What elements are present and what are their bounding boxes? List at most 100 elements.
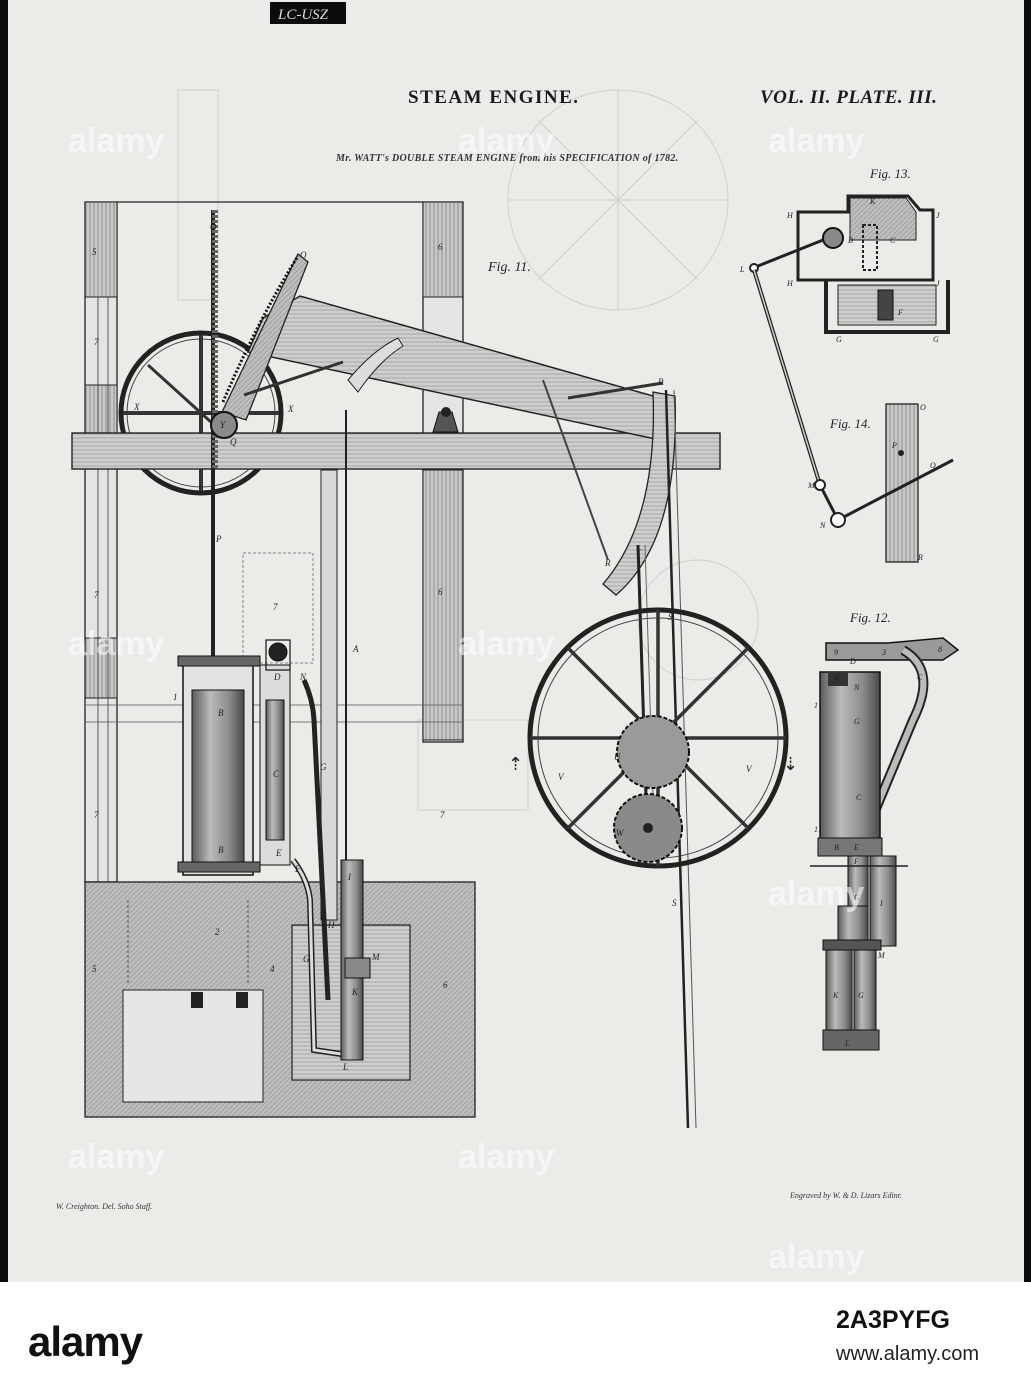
label-7: 7 xyxy=(94,337,99,347)
figure-14-label: Fig. 14. xyxy=(829,416,871,431)
label-4: 4 xyxy=(270,964,275,974)
label-h-fig13-2: H xyxy=(786,279,794,288)
rotation-arrow-right: ⇣ xyxy=(783,754,798,774)
label-y: Y xyxy=(220,420,226,430)
label-j-fig13: J xyxy=(936,211,940,220)
label-r-fig14: R xyxy=(917,553,923,562)
archive-stamp-text: LC-USZ xyxy=(277,7,329,23)
label-j-fig13-2: J xyxy=(936,279,940,288)
label-m: M xyxy=(371,952,380,962)
label-6-2: 6 xyxy=(438,587,443,597)
label-d-fig12: D xyxy=(849,657,856,666)
label-s: S xyxy=(668,612,673,622)
plate-title: STEAM ENGINE. xyxy=(408,87,580,108)
label-o-fig14: O xyxy=(920,403,926,412)
archive-stamp: LC-USZ xyxy=(270,2,346,24)
label-q: Q xyxy=(230,437,237,447)
label-s-2: S xyxy=(672,898,677,908)
watermark-3: alamy xyxy=(768,122,864,160)
watermark-8: alamy xyxy=(458,1138,554,1176)
label-9-fig12: 9 xyxy=(834,648,838,657)
label-e-fig12: E xyxy=(853,843,859,852)
watermark-layer: alamy alamy alamy alamy alamy alamy alam… xyxy=(68,122,864,1276)
rotation-arrow-left: ⇡ xyxy=(508,754,523,774)
label-v: V xyxy=(558,772,565,782)
plate-volume: VOL. II. PLATE. III. xyxy=(760,87,937,108)
label-g: G xyxy=(320,762,327,772)
label-a: A xyxy=(352,644,359,654)
plate-subtitle: Mr. WATT's DOUBLE STEAM ENGINE from his … xyxy=(335,153,678,164)
label-g-fig13-2: G xyxy=(933,335,939,344)
label-b-2: B xyxy=(218,845,224,855)
reverse-side-ghost xyxy=(177,89,759,811)
pinion-y xyxy=(210,411,238,439)
label-v-2: V xyxy=(746,764,753,774)
label-5: 5 xyxy=(92,247,97,257)
left-wall xyxy=(84,201,118,883)
figure-12-cylinder-section: Fig. 12. 9 D 3 8 B N 1 G C C 1 B E xyxy=(810,610,960,1051)
label-p-fig14: P xyxy=(891,441,897,450)
label-k-fig12: K xyxy=(832,991,839,1000)
label-d: D xyxy=(273,672,281,682)
label-o: O xyxy=(210,222,217,232)
label-c-fig12: C xyxy=(917,673,923,682)
watermark-5: alamy xyxy=(458,625,554,663)
main-cylinder xyxy=(177,639,291,876)
label-c: C xyxy=(273,769,280,779)
label-n-fig14: N xyxy=(819,521,826,530)
label-f-fig13: F xyxy=(897,308,903,317)
label-f-fig12: F xyxy=(853,857,859,866)
label-h: H xyxy=(327,920,335,930)
spring-beam xyxy=(71,432,721,470)
label-l-fig13: L xyxy=(739,265,745,274)
label-n: N xyxy=(299,672,307,682)
label-g-fig13: G xyxy=(836,335,842,344)
label-c-fig12-2: C xyxy=(856,793,862,802)
front-flywheel xyxy=(527,607,789,869)
label-b-fig12-2: B xyxy=(834,843,839,852)
alamy-logo[interactable]: alamy xyxy=(28,1318,143,1365)
label-g-fig12: G xyxy=(854,717,860,726)
figure-11-engine-elevation: Fig. 11. xyxy=(71,201,798,1129)
stock-footer-bar xyxy=(0,1282,1031,1390)
label-t: T xyxy=(636,548,642,558)
label-m-fig12: M xyxy=(877,951,886,960)
label-1-fig12: 1 xyxy=(814,701,818,710)
label-n-fig12: N xyxy=(853,683,860,692)
label-1-fig12-2: 1 xyxy=(814,825,818,834)
image-id-label: 2A3PYFG xyxy=(836,1306,950,1334)
label-i: I xyxy=(347,872,352,882)
engraver-credit: Engraved by W. & D. Lizars Edinr. xyxy=(789,1191,902,1200)
label-7-5: 7 xyxy=(440,810,445,820)
draftsman-credit: W. Creighton. Del. Soho Staff. xyxy=(56,1202,152,1211)
label-o-fig14-2: O xyxy=(930,461,936,470)
label-l: L xyxy=(342,1062,348,1072)
label-m-fig14: M xyxy=(807,481,816,490)
label-p: P xyxy=(215,534,222,544)
label-k-fig13: K xyxy=(869,197,876,206)
engraving-drawing: LC-USZ STEAM ENGINE. VOL. II. PLATE. III… xyxy=(8,0,1024,1282)
label-u: U xyxy=(614,752,621,762)
label-g-2: G xyxy=(303,954,310,964)
engraving-plate: LC-USZ STEAM ENGINE. VOL. II. PLATE. III… xyxy=(8,0,1024,1282)
label-b-fig12: B xyxy=(834,673,839,682)
label-b-fig13: B xyxy=(848,236,853,245)
watermark-9: alamy xyxy=(768,1238,864,1276)
label-x: X xyxy=(133,402,140,412)
sun-gear xyxy=(616,715,690,789)
label-7-2: 7 xyxy=(94,590,99,600)
label-6-3: 6 xyxy=(443,980,448,990)
label-7-4: 7 xyxy=(273,602,278,612)
alamy-url-link[interactable]: www.alamy.com xyxy=(836,1343,979,1365)
watermark-1: alamy xyxy=(68,122,164,160)
label-h-fig13: H xyxy=(786,211,794,220)
working-beam xyxy=(221,252,677,596)
figure-13-label: Fig. 13. xyxy=(869,166,911,181)
label-5-2: 5 xyxy=(92,964,97,974)
label-1: 1 xyxy=(173,692,178,702)
figure-11-label: Fig. 11. xyxy=(487,260,531,275)
label-t-2: T xyxy=(644,787,650,797)
watermark-6: alamy xyxy=(768,875,864,913)
label-f: F xyxy=(294,864,301,874)
label-i-fig12: I xyxy=(879,899,883,908)
